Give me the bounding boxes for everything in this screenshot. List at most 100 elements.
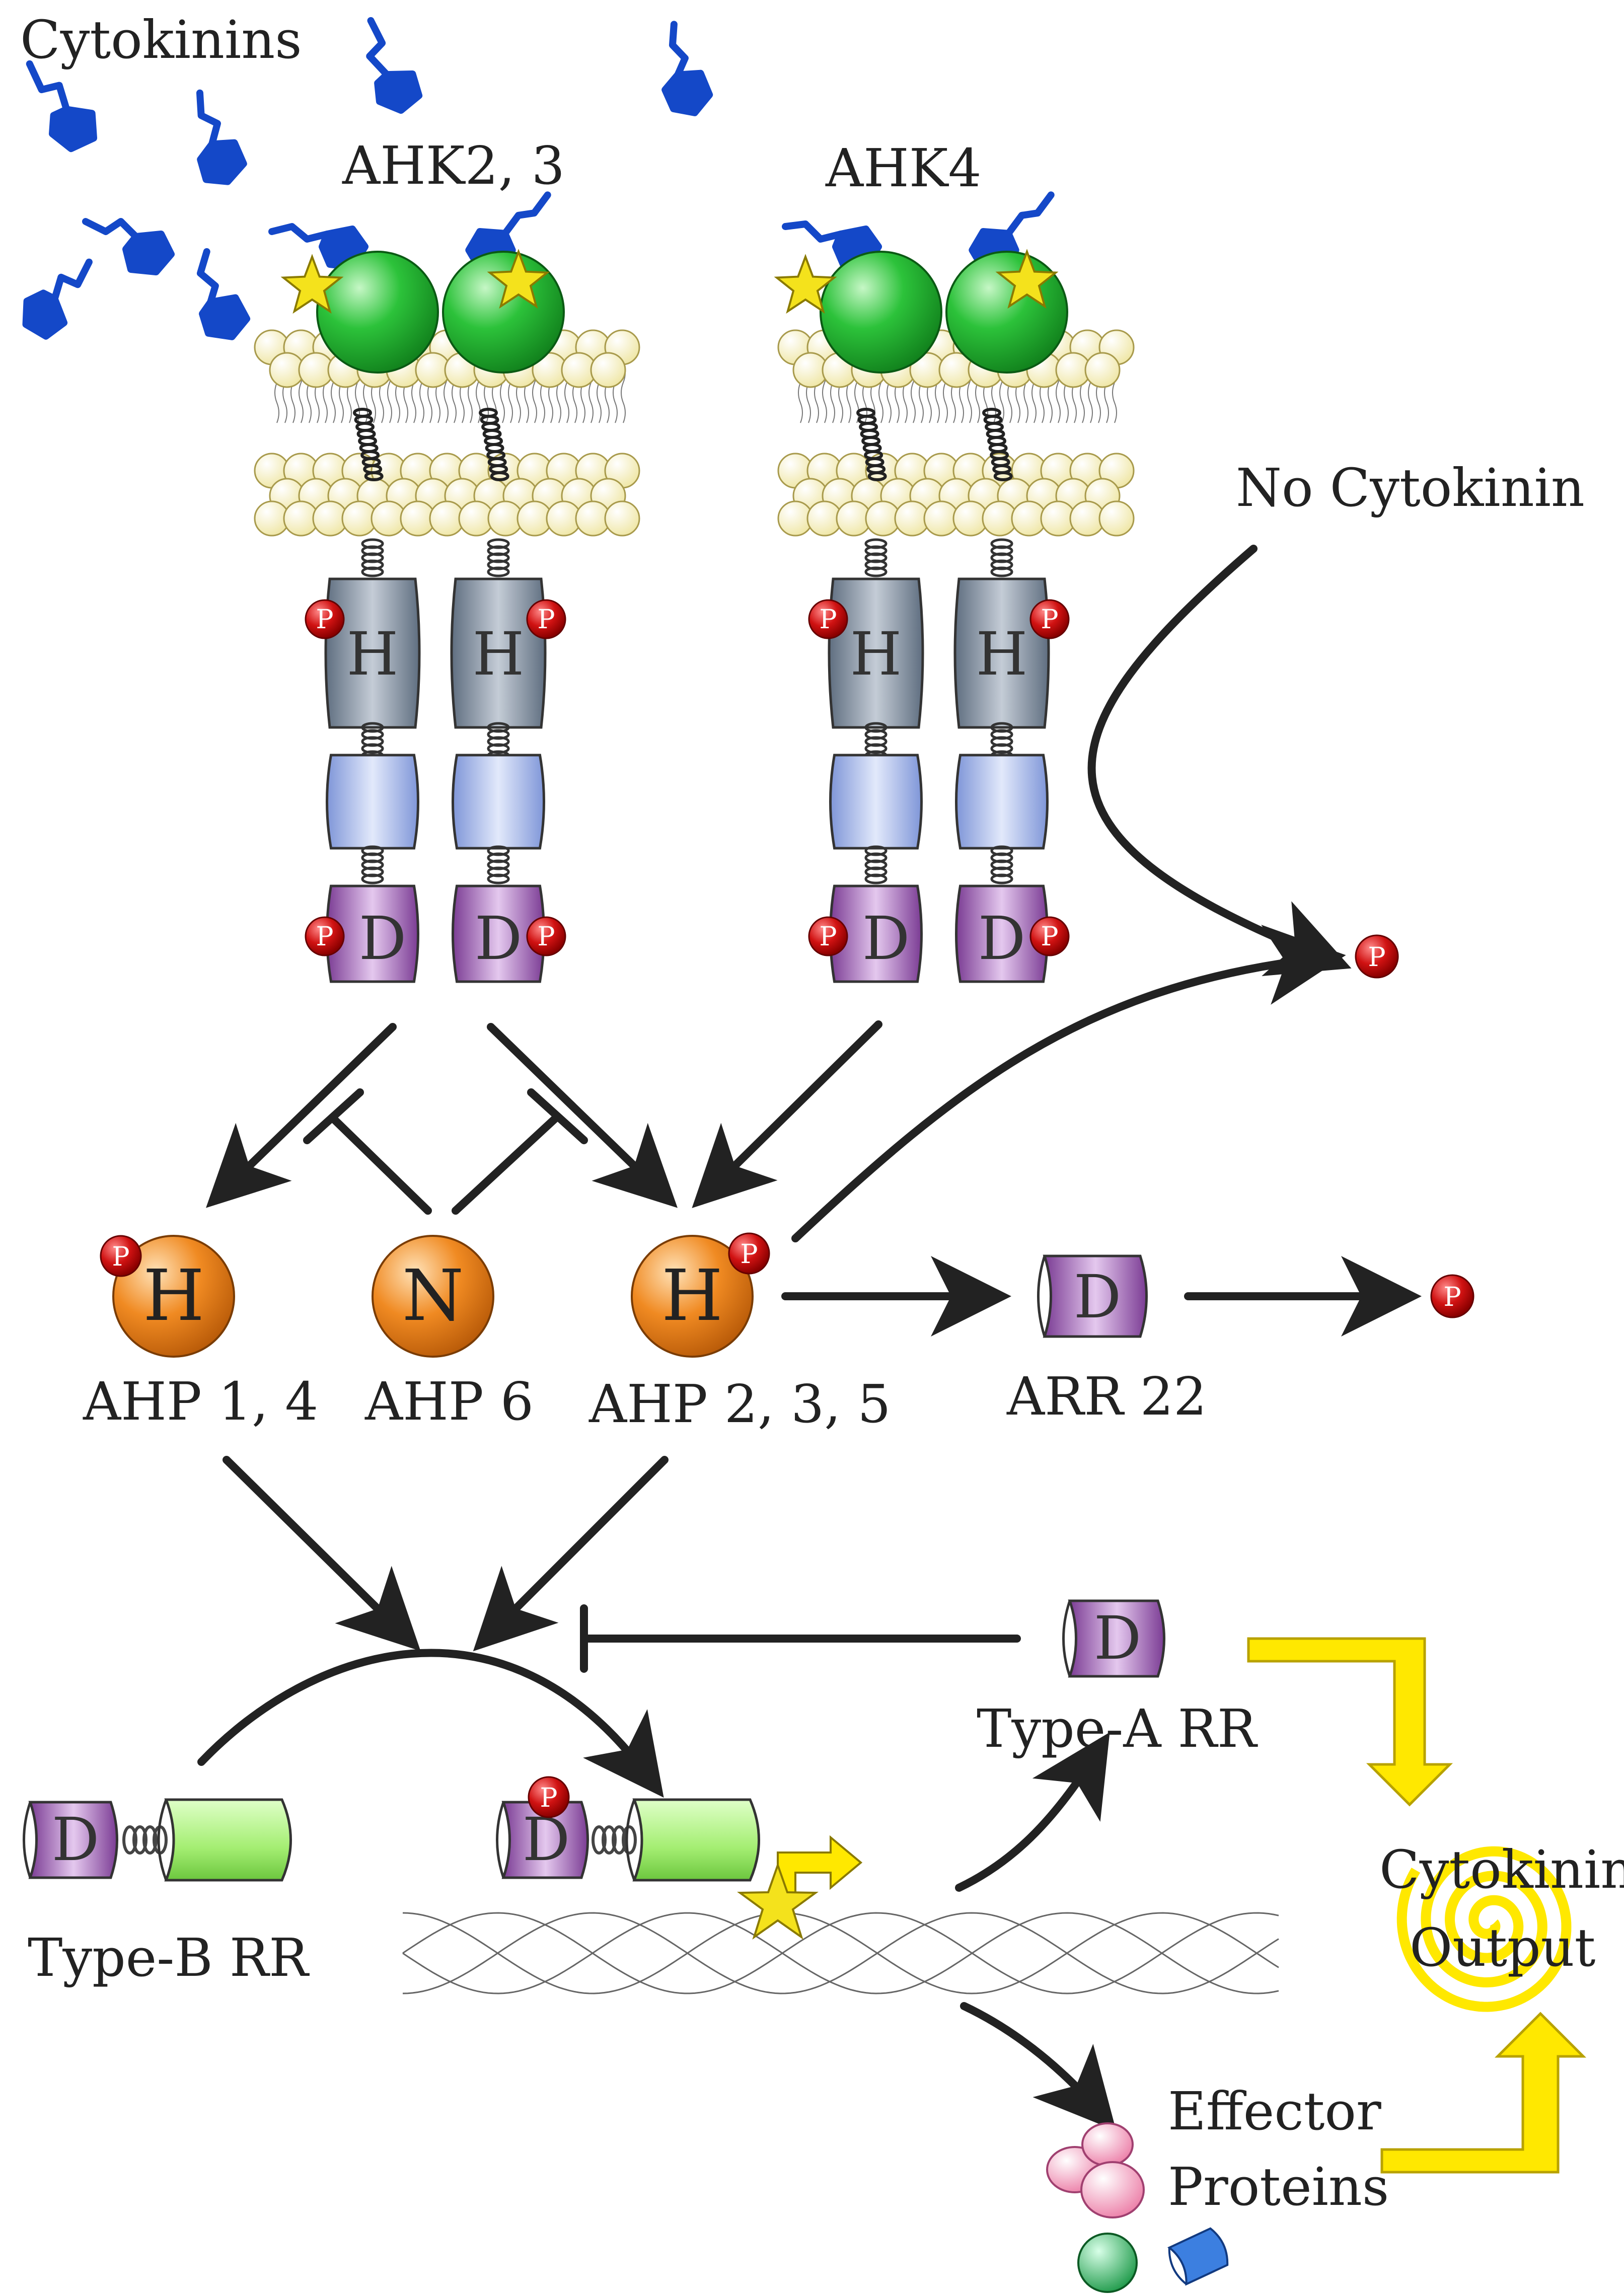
linker-spring (990, 566, 1013, 577)
transmembrane-helix (993, 471, 1013, 481)
chase-domain (442, 251, 565, 374)
arrow-ahk23-to-ahp14 (206, 1023, 397, 1208)
d-domain (28, 1801, 118, 1879)
lipid-head (1084, 352, 1121, 388)
ahp14: H P AHP 1, 4 (83, 1235, 318, 1432)
ahp6-label: AHP 6 (364, 1371, 534, 1432)
phosphate (526, 916, 566, 956)
binding-star (487, 249, 550, 309)
ahp6-inhibits-left (328, 1114, 432, 1215)
chase-domain (945, 251, 1068, 374)
arr22-domain-letter: D (1074, 1262, 1122, 1331)
yellow-arrow-from-type-a (1247, 1637, 1453, 1807)
pink-protein (1081, 2122, 1134, 2167)
arrow-no-cytokinin (1087, 545, 1352, 976)
ahp14-label: AHP 1, 4 (83, 1371, 318, 1432)
effector-proteins-shapes (1046, 2122, 1229, 2293)
dna-strand (402, 1912, 1279, 1994)
phosphate-letter: P (1041, 922, 1059, 952)
arrow-ahk4-to-ahp235 (692, 1020, 882, 1208)
phosphate (808, 599, 848, 639)
binding-star (280, 254, 344, 314)
dna-binding-domain-face (157, 1799, 168, 1881)
d-domain-face (23, 1802, 32, 1878)
type-b-rr-inactive: D Type-B RR (23, 1798, 310, 1988)
released-phosphate: P (1355, 934, 1399, 979)
phosphate (528, 1776, 570, 1818)
arr22: D ARR 22 (1006, 1254, 1207, 1427)
ahp14-domain-letter: H (143, 1255, 204, 1337)
ahp-sphere (112, 1235, 235, 1358)
phosphorelay-arrows (197, 545, 1422, 2131)
effector-label-line2: Proteins (1168, 2156, 1389, 2217)
d-domain-face (1037, 1255, 1046, 1337)
ahp6-inhibit-bar-right (527, 1088, 588, 1144)
domain-letter: H (473, 619, 525, 689)
linker-spring (864, 873, 888, 884)
phosphate-letter: P (316, 605, 334, 635)
ahp-sphere (631, 1235, 754, 1358)
output-spiral (1396, 1846, 1572, 2012)
cytokinin-molecule (22, 258, 93, 340)
phosphate-letter: P (316, 922, 334, 952)
phosphate (1355, 934, 1399, 979)
phosphate (808, 916, 848, 956)
d-domain-face (1062, 1600, 1071, 1677)
free-phosphate: P (1430, 1274, 1474, 1318)
cytokinin-molecule (661, 21, 713, 116)
ahp6-inhibits-right (452, 1114, 560, 1215)
domain-letter: H (976, 619, 1028, 689)
linker-spring (592, 1825, 637, 1855)
domain-letter: D (862, 904, 910, 973)
ahp235-domain-letter: H (661, 1255, 723, 1337)
dna-binding-domain-face (625, 1799, 636, 1881)
dna-helix (402, 1912, 1279, 1994)
phosphate (100, 1235, 142, 1277)
cytokinin-molecule (26, 60, 98, 153)
transcription-start-arrow (777, 1835, 863, 1899)
receiver-domain (955, 754, 1049, 850)
dna-strand (402, 1912, 1279, 1994)
arrow-ahk23-to-ahp235 (487, 1023, 678, 1208)
phosphate-letter: P (1444, 1282, 1461, 1312)
linker-spring (864, 566, 888, 577)
green-protein (1077, 2233, 1138, 2293)
dna-strand (402, 1912, 1279, 1994)
plasma-membrane (254, 329, 640, 537)
dna-strand (402, 1912, 1279, 1994)
phosphate (526, 599, 566, 639)
linker-spring (361, 873, 384, 884)
arr22-label: ARR 22 (1006, 1366, 1207, 1427)
phosphate-letter: P (538, 605, 555, 635)
activation-star (737, 1862, 819, 1940)
ahp235: H P AHP 2, 3, 5 (588, 1232, 891, 1435)
d-domain (1068, 1599, 1165, 1678)
type-b-rr-active: D P (496, 1776, 863, 1940)
blue-protein (1167, 2227, 1229, 2286)
phosphate (1430, 1274, 1474, 1318)
receiver-domain (452, 754, 545, 850)
phosphate-letter: P (112, 1242, 130, 1272)
d-domain (452, 884, 545, 983)
type-a-rr: D Type-A RR (977, 1599, 1258, 1759)
linker-spring (990, 873, 1013, 884)
linker-spring (487, 873, 510, 884)
dna-binding-domain (632, 1798, 760, 1882)
lipid-head (604, 500, 640, 537)
arrow-ahp235-to-typeb (473, 1456, 669, 1652)
phosphate (728, 1232, 770, 1275)
inhibition-lines (303, 1088, 1021, 1673)
type-a-domain-letter: D (1094, 1603, 1142, 1673)
type-b-label: Type-B RR (28, 1927, 310, 1988)
phosphate-letter: P (820, 605, 837, 635)
phosphate-letter: P (820, 922, 837, 952)
receiver-domain (326, 754, 419, 850)
ahp6-domain-letter: N (402, 1255, 464, 1337)
ahp6: N AHP 6 (364, 1235, 534, 1432)
no-cytokinin-label: No Cytokinin (1236, 457, 1585, 519)
binding-star (995, 249, 1059, 309)
